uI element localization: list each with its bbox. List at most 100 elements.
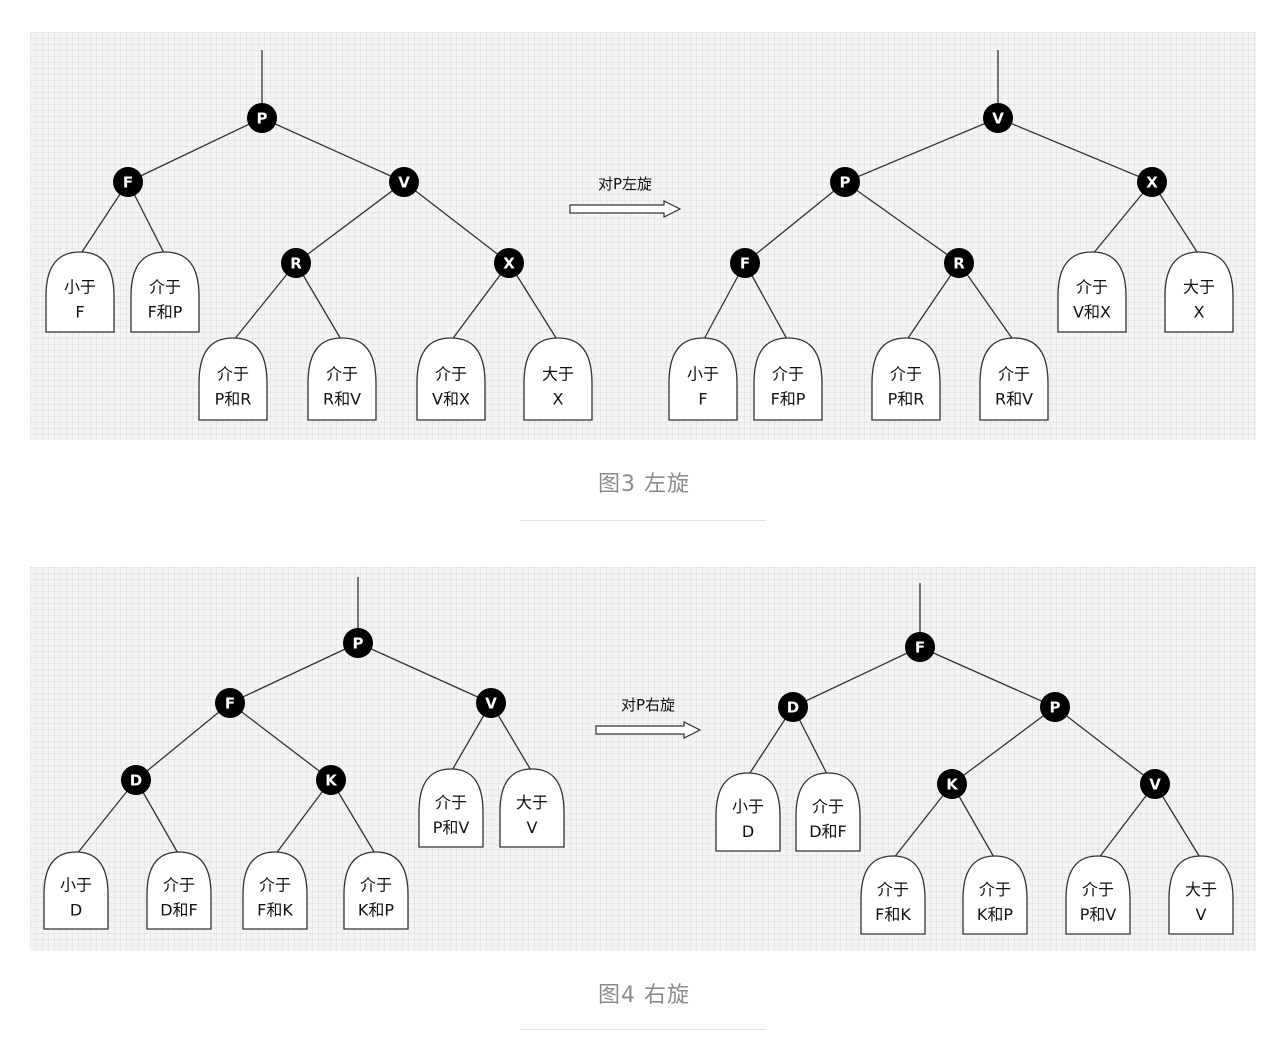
before-edge-P-V <box>261 117 405 183</box>
node-P: P <box>830 167 860 197</box>
node-label: V <box>398 174 410 192</box>
node-circle <box>389 167 419 197</box>
rotation-arrow: 对P右旋 <box>595 696 702 739</box>
node-R: R <box>281 248 311 278</box>
before-edge-K-subtree <box>274 779 332 856</box>
subtree-label: 介于 <box>217 365 249 384</box>
after-edge-F-D <box>792 646 921 708</box>
subtree-label: F <box>75 302 84 321</box>
node-F: F <box>215 688 245 718</box>
node-label: P <box>840 174 851 192</box>
node-V: V <box>983 103 1013 133</box>
subtree-label: 大于 <box>1183 277 1215 296</box>
node-R: R <box>944 248 974 278</box>
after-edge-V-subtree <box>1097 783 1156 860</box>
node-label: V <box>485 695 497 713</box>
subtree-label: X <box>553 390 564 409</box>
subtree-shape <box>962 855 1028 935</box>
node-label: X <box>1146 174 1158 192</box>
node-circle <box>343 628 373 658</box>
node-label: V <box>1149 776 1161 794</box>
node-F: F <box>905 632 935 662</box>
node-circle <box>983 103 1013 133</box>
node-circle <box>730 248 760 278</box>
before-edge-P-F <box>127 117 263 183</box>
node-P: P <box>247 103 277 133</box>
before-edge-V-X <box>403 181 510 264</box>
node-label: K <box>946 776 959 794</box>
subtree-label: F和K <box>257 901 293 920</box>
subtree-shape <box>1164 251 1234 333</box>
subtree-label: 大于 <box>1185 880 1217 899</box>
subtree-shape <box>715 772 781 852</box>
node-label: P <box>353 635 364 653</box>
operation-label: 对P左旋 <box>598 175 652 193</box>
after-edge-X-subtree <box>1091 181 1153 256</box>
subtree-label: K和P <box>358 901 394 920</box>
node-label: F <box>915 639 925 657</box>
node-label: F <box>123 174 133 192</box>
figure-4-caption: 图4 右旋 <box>598 983 690 1008</box>
subtree-label: K和P <box>977 905 1013 924</box>
subtree: 介于 F和K <box>242 851 308 930</box>
subtree-label: 介于 <box>979 880 1011 899</box>
subtree-label: 介于 <box>998 365 1030 384</box>
node-label: F <box>740 255 750 273</box>
subtree: 小于F <box>668 337 738 421</box>
node-label: F <box>225 695 235 713</box>
node-P: P <box>343 628 373 658</box>
subtree-label: D和F <box>160 901 198 920</box>
subtree-label: 介于 <box>877 880 909 899</box>
subtree-shape <box>242 851 308 930</box>
node-label: R <box>290 255 302 273</box>
node-circle <box>778 692 808 722</box>
subtree-label: 介于 <box>435 793 467 812</box>
before-edge-F-D <box>135 702 231 781</box>
subtree-label: 介于 <box>360 876 392 895</box>
subtree-label: 介于 <box>259 876 291 895</box>
arrow-shape <box>569 200 682 218</box>
node-label: P <box>257 110 268 128</box>
subtree-label: F和K <box>875 905 911 924</box>
node-D: D <box>121 765 151 795</box>
subtree-shape <box>1057 251 1127 333</box>
subtree-label: 大于 <box>516 793 548 812</box>
node-V: V <box>1140 769 1170 799</box>
subtree-label: D <box>70 901 82 920</box>
subtree-label: 介于 <box>163 876 195 895</box>
subtree-label: V和X <box>1073 302 1111 321</box>
node-label: P <box>1050 699 1061 717</box>
node-K: K <box>937 769 967 799</box>
node-circle <box>1140 769 1170 799</box>
subtree-shape <box>130 251 200 333</box>
node-X: X <box>494 248 524 278</box>
node-circle <box>944 248 974 278</box>
after-edge-F-P <box>919 646 1056 708</box>
subtree-label: 介于 <box>1082 880 1114 899</box>
node-P: P <box>1040 692 1070 722</box>
node-label: V <box>992 110 1004 128</box>
edges <box>79 50 1200 342</box>
subtree-label: 小于 <box>687 365 719 384</box>
subtree-shape <box>146 851 212 930</box>
after-edge-V-P <box>844 117 999 183</box>
subtree-label: D <box>742 822 754 841</box>
node-D: D <box>778 692 808 722</box>
arrow-shape <box>595 721 702 739</box>
subtree: 大于X <box>1164 251 1234 333</box>
after-edge-P-R <box>844 181 960 264</box>
subtree-shape <box>418 768 484 848</box>
subtree-label: 介于 <box>435 365 467 384</box>
node-circle <box>1040 692 1070 722</box>
subtree: 小于F <box>45 251 115 333</box>
before-edge-P-V <box>357 642 492 704</box>
node-circle <box>113 167 143 197</box>
node-label: K <box>325 772 338 790</box>
figure-3-caption: 图3 左旋 <box>598 472 690 497</box>
